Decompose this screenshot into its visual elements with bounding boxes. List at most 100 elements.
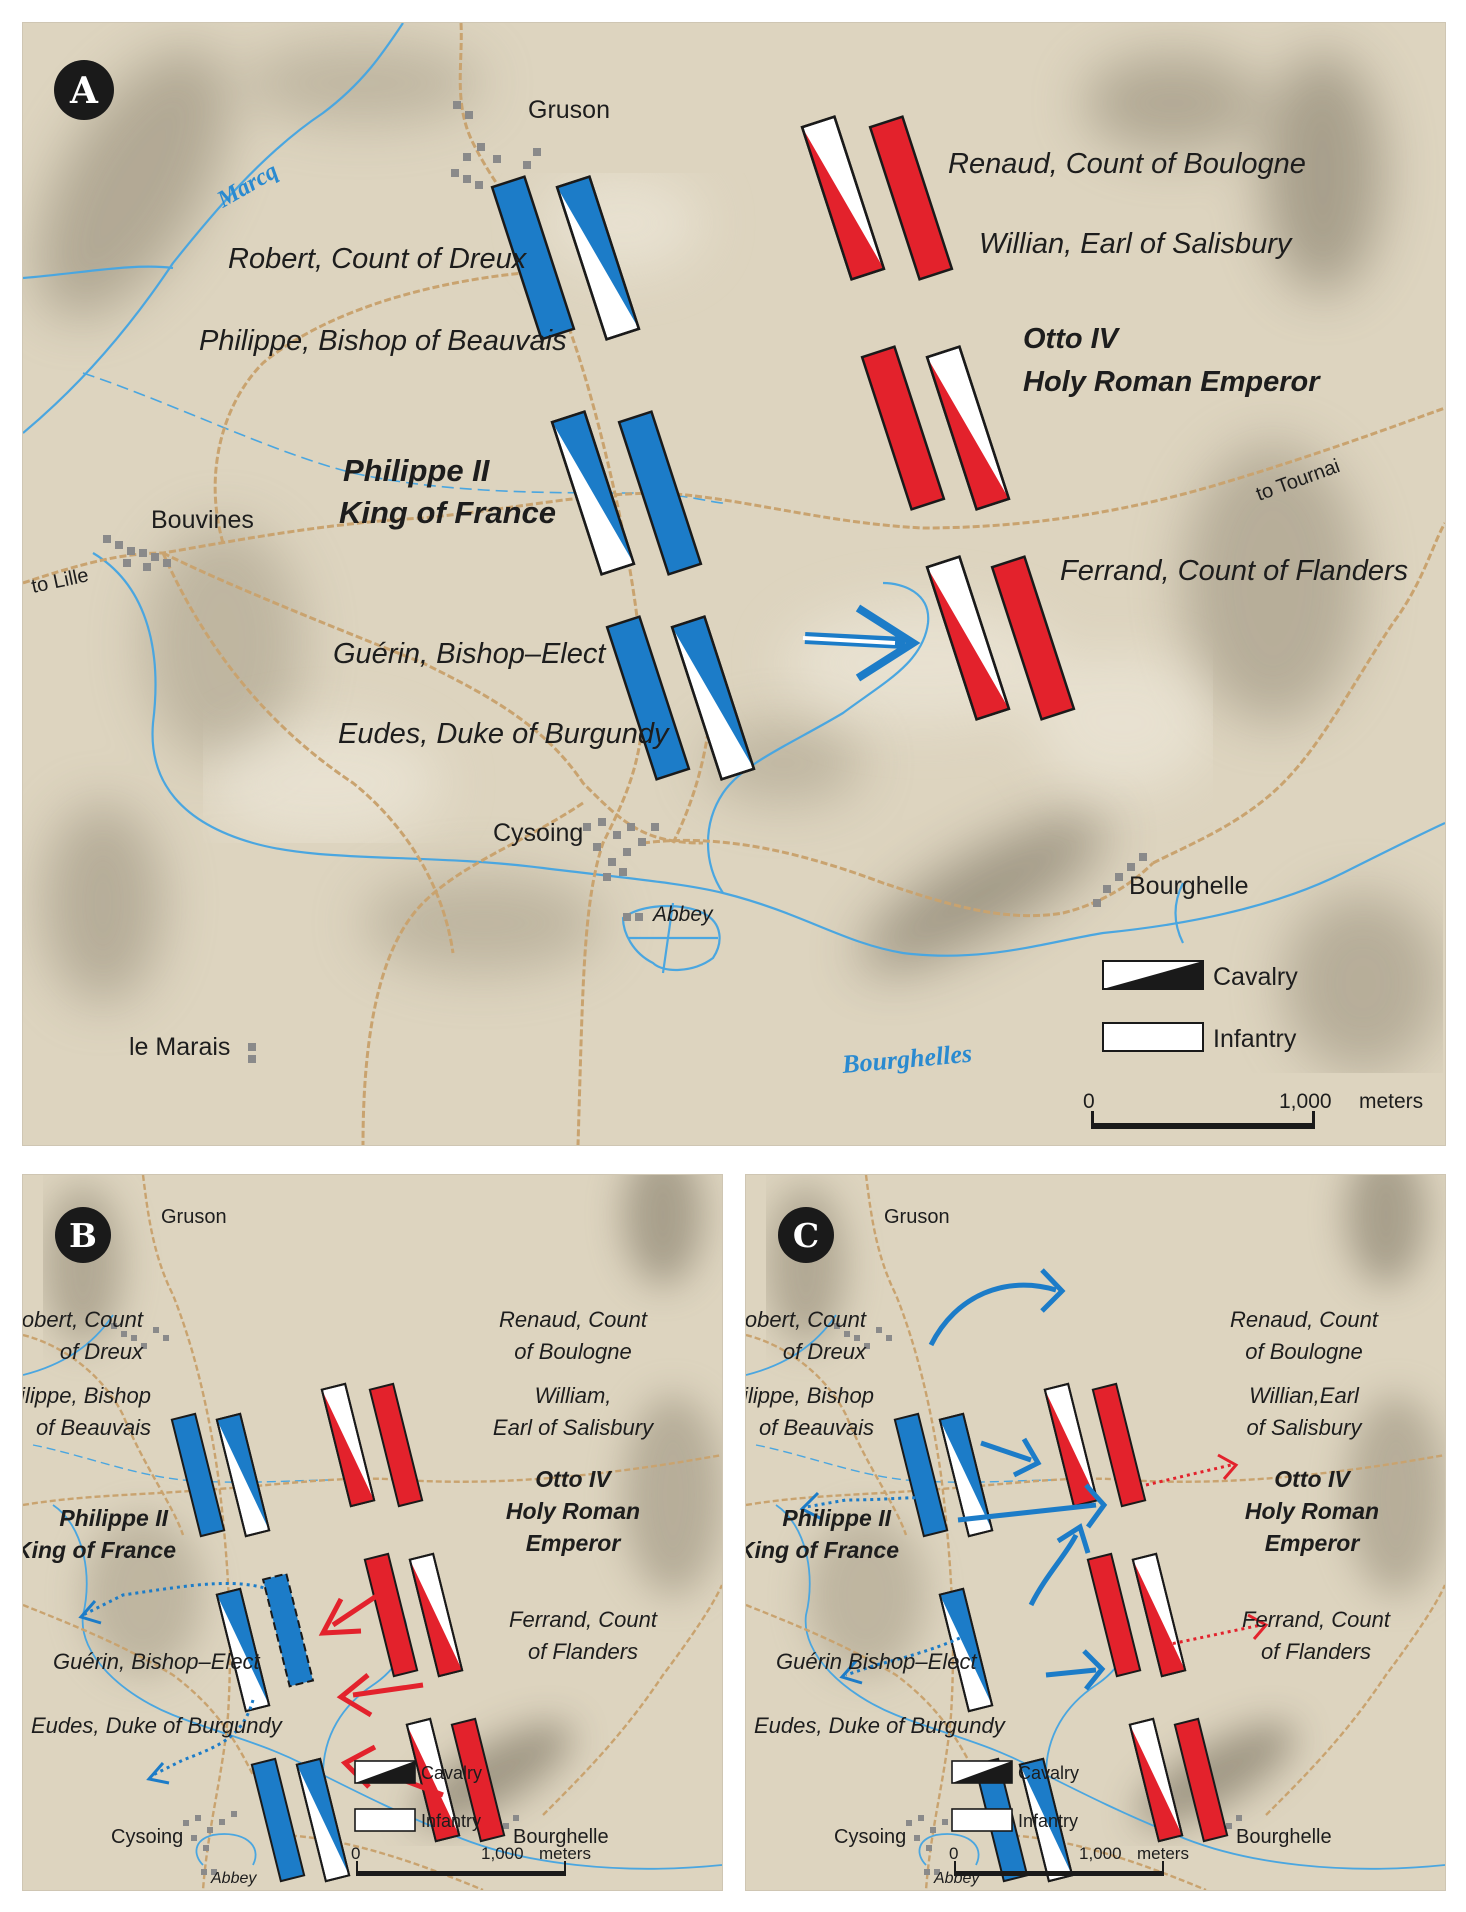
- place-bourghelle: Bourghelle: [513, 1826, 609, 1848]
- french-withdrawal-arrows: [82, 1582, 284, 1777]
- village-markers: [111, 1323, 519, 1875]
- commander-labels: Robert, Count of Dreux Philippe, Bishop …: [746, 1307, 1391, 1738]
- place-bouvines: Bouvines: [151, 506, 254, 534]
- place-abbey: Abbey: [210, 1870, 257, 1887]
- label-eudes: Eudes, Duke of Burgundy: [31, 1713, 284, 1738]
- legend-cavalry-swatch: [951, 1760, 1013, 1784]
- label-otto-line3: Emperor: [526, 1530, 622, 1556]
- label-king-line1: Philippe II: [59, 1505, 168, 1531]
- legend-cavalry-label: Cavalry: [1018, 1763, 1079, 1783]
- scale-max: 1,000: [481, 1844, 524, 1863]
- label-otto-line1: Otto IV: [1274, 1466, 1351, 1492]
- scale-unit: meters: [1137, 1844, 1189, 1863]
- label-otto-line2: Holy Roman: [1245, 1498, 1379, 1524]
- label-robert: Robert, Count of Dreux: [228, 243, 528, 275]
- streams: [32, 1444, 334, 1483]
- scale-max: 1,000: [1079, 1844, 1122, 1863]
- roads: [746, 1175, 1445, 1890]
- label-guerin: Guérin, Bishop–Elect: [53, 1649, 261, 1674]
- place-gruson: Gruson: [161, 1206, 227, 1228]
- scale-zero: 0: [1083, 1090, 1095, 1113]
- commander-labels: Robert, Count of Dreux Philippe, Bishop …: [199, 148, 1408, 750]
- label-renaud-line2: of Boulogne: [514, 1339, 631, 1364]
- label-robert-line1: Robert, Count: [23, 1307, 144, 1332]
- label-philippe-line1: Philippe, Bishop: [23, 1383, 151, 1408]
- village-markers: [834, 1323, 1242, 1875]
- terrain: [23, 23, 1445, 1145]
- label-otto-line1: Otto IV: [1023, 323, 1121, 355]
- place-gruson: Gruson: [528, 96, 610, 124]
- rivers: [23, 23, 1445, 974]
- label-renaud-line2: of Boulogne: [1245, 1339, 1362, 1364]
- commander-labels: Robert, Count of Dreux Philippe, Bishop …: [23, 1307, 658, 1738]
- scale-unit: meters: [1359, 1090, 1423, 1113]
- place-bourghelle: Bourghelle: [1129, 872, 1249, 900]
- label-willian: Willian, Earl of Salisbury: [979, 228, 1293, 260]
- scale-bar: 0 1,000 meters: [1083, 1090, 1423, 1129]
- label-otto-line2: Holy Roman Emperor: [1023, 366, 1321, 398]
- label-renaud-line1: Renaud, Count: [1230, 1307, 1379, 1332]
- label-ferrand-line1: Ferrand, Count: [1242, 1607, 1391, 1632]
- french-advance-arrow: [802, 604, 921, 682]
- label-robert-line2: of Dreux: [783, 1339, 867, 1364]
- french-attack-arrows: [928, 1268, 1108, 1691]
- roads: [23, 23, 1445, 1145]
- french-units: [170, 1412, 351, 1883]
- label-ferrand-line2: of Flanders: [1261, 1639, 1371, 1664]
- scale-max: 1,000: [1279, 1090, 1332, 1113]
- panel-letter: A: [69, 70, 99, 112]
- place-cysoing: Cysoing: [493, 819, 583, 847]
- legend-cavalry-swatch: [1102, 960, 1204, 990]
- label-otto-line2: Holy Roman: [506, 1498, 640, 1524]
- label-king-line1: Philippe II: [343, 453, 491, 488]
- label-willian-line2: of Salisbury: [1247, 1415, 1364, 1440]
- label-eudes: Eudes, Duke of Burgundy: [754, 1713, 1007, 1738]
- label-ferrand: Ferrand, Count of Flanders: [1060, 555, 1408, 587]
- label-king-line1: Philippe II: [782, 1505, 891, 1531]
- scale-bar: 0 1,000 meters: [351, 1844, 591, 1876]
- label-renaud-line1: Renaud, Count: [499, 1307, 648, 1332]
- allied-units: [1043, 1382, 1229, 1843]
- place-cysoing: Cysoing: [834, 1826, 906, 1848]
- legend-infantry-label: Infantry: [1213, 1025, 1297, 1053]
- legend: Cavalry Infantry: [354, 1760, 482, 1832]
- label-renaud: Renaud, Count of Boulogne: [948, 148, 1306, 180]
- label-robert-line2: of Dreux: [60, 1339, 144, 1364]
- label-king-line2: King of France: [746, 1537, 899, 1563]
- legend-infantry-swatch: [951, 1808, 1013, 1832]
- label-ferrand-line1: Ferrand, Count: [509, 1607, 658, 1632]
- allied-units: [320, 1382, 506, 1843]
- french-withdrawal-arrowheads: [78, 1600, 170, 1785]
- place-labels: Gruson Cysoing Abbey Bourghelle: [111, 1206, 609, 1887]
- label-philippe-line2: of Beauvais: [759, 1415, 874, 1440]
- place-gruson: Gruson: [884, 1206, 950, 1228]
- label-guerin: Guérin, Bishop–Elect: [333, 638, 607, 670]
- place-labels: Gruson Cysoing Abbey Bourghelle: [834, 1206, 1332, 1887]
- french-withdrawal-arrows: [805, 1496, 967, 1677]
- label-king-line2: King of France: [23, 1537, 176, 1563]
- place-le-marais: le Marais: [129, 1033, 230, 1061]
- streams: [755, 1444, 1057, 1483]
- french-withdrawal-arrowheads: [799, 1491, 863, 1685]
- legend-infantry-swatch: [1102, 1022, 1204, 1052]
- legend-cavalry-label: Cavalry: [421, 1763, 482, 1783]
- label-robert-line1: Robert, Count: [746, 1307, 867, 1332]
- label-philippe-line1: Philippe, Bishop: [746, 1383, 874, 1408]
- label-ferrand-line2: of Flanders: [528, 1639, 638, 1664]
- panel-letter-badge: C: [778, 1207, 834, 1263]
- allied-retreat-arrowheads: [1217, 1453, 1269, 1640]
- label-philippe-line2: of Beauvais: [36, 1415, 151, 1440]
- map-panel-a: A Gruson Bouvines to Lille to Tournai Cy…: [22, 22, 1446, 1146]
- panel-letter: B: [69, 1216, 97, 1255]
- scale-bar: 0 1,000 meters: [949, 1844, 1189, 1876]
- legend-cavalry-swatch: [354, 1760, 416, 1784]
- panel-letter-badge: B: [55, 1207, 111, 1263]
- panel-letter: C: [793, 1216, 819, 1255]
- french-cavalry-reserve: [261, 1572, 315, 1688]
- scale-zero: 0: [351, 1844, 360, 1863]
- allied-units: [800, 115, 1076, 721]
- village-markers: [103, 101, 1147, 1063]
- roads: [23, 1175, 722, 1890]
- legend-infantry-swatch: [354, 1808, 416, 1832]
- scale-unit: meters: [539, 1844, 591, 1863]
